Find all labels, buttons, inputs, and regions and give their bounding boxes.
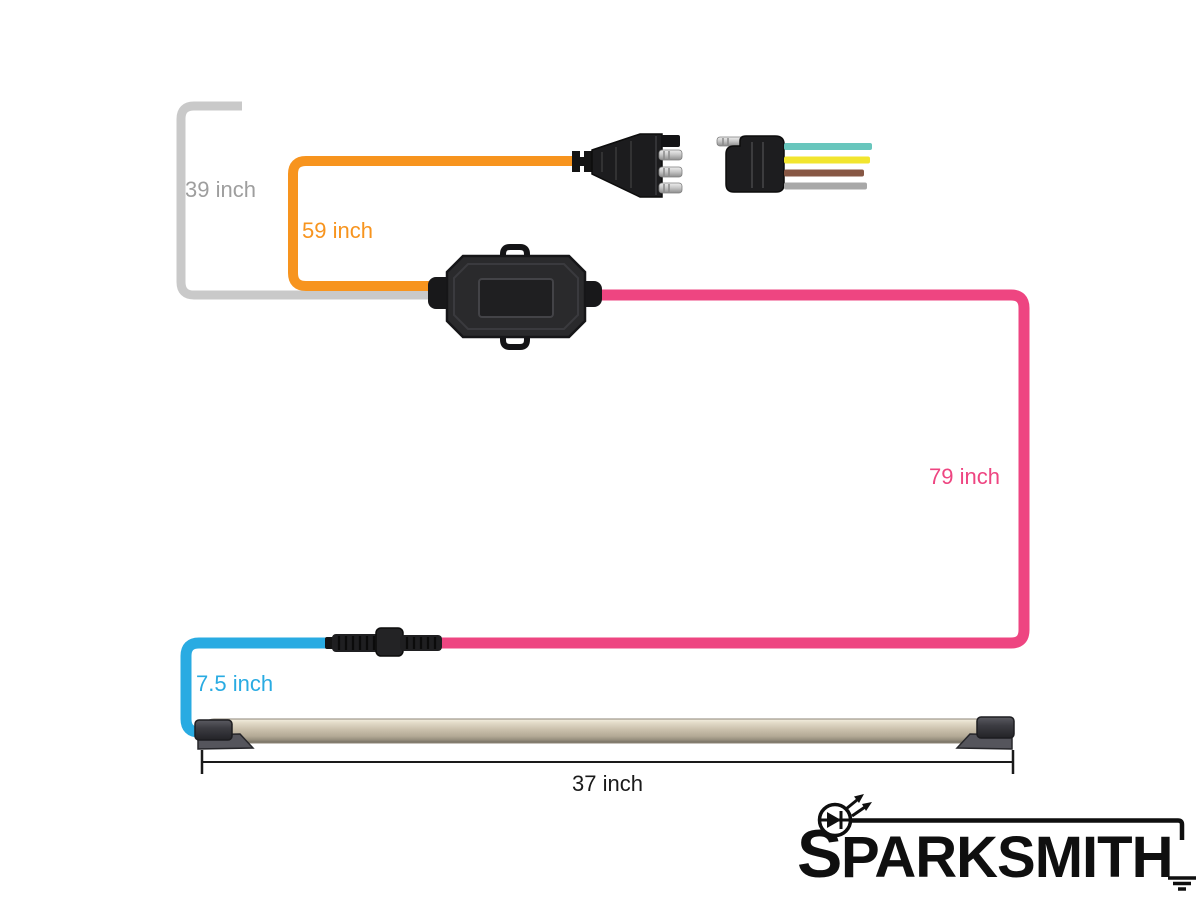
connector-pin	[658, 182, 683, 194]
blue-wire-length-label: 7.5 inch	[196, 671, 273, 696]
pink-extension-wire	[436, 289, 1030, 649]
led-diode-icon	[817, 794, 872, 838]
logo-wordmark: PARKSMITH	[841, 825, 1172, 890]
blue-wire-path	[180, 637, 372, 738]
inline-connector-barrel	[375, 627, 404, 657]
male-connector-pins	[658, 149, 683, 194]
harness-wire-yellow	[784, 156, 870, 164]
gray-wire-path	[176, 101, 448, 300]
sparksmith-logo: S PARKSMITH	[797, 794, 1196, 892]
logo-circuit-wire	[849, 818, 1185, 840]
male-connector-top-socket	[661, 135, 680, 147]
connector-pin	[658, 149, 683, 161]
light-bar-measurement: 37 inch	[200, 750, 1015, 796]
female-connector-body	[725, 135, 785, 193]
light-bar-left-endcap	[194, 719, 233, 741]
led-light-bar	[194, 716, 1015, 750]
pink-wire-path	[436, 289, 1030, 649]
gray-wire-length-label: 39 inch	[185, 177, 256, 202]
ground-symbol-icon	[1168, 876, 1196, 891]
light-bar-length-label: 37 inch	[572, 771, 643, 796]
control-box-bottom-tab	[500, 337, 530, 350]
control-box-center-panel	[478, 278, 554, 318]
inline-connector	[325, 627, 442, 657]
gray-extension-wire	[176, 101, 448, 300]
harness-wire-gray	[784, 182, 867, 190]
control-box	[428, 244, 602, 350]
light-bar-right-endcap	[976, 716, 1015, 739]
connector-pin	[658, 166, 683, 178]
female-4pin-connector	[716, 135, 872, 193]
orange-wire-length-label: 59 inch	[302, 218, 373, 243]
harness-wires	[784, 143, 872, 190]
control-box-top-tab	[500, 244, 530, 257]
male-4pin-connector	[572, 133, 683, 198]
light-bar-body	[201, 718, 999, 744]
male-connector-body	[591, 133, 663, 198]
harness-wire-teal	[784, 143, 872, 150]
orange-power-wire	[288, 156, 578, 291]
pink-wire-length-label: 79 inch	[929, 464, 1000, 489]
blue-lead-wire	[180, 637, 372, 738]
orange-wire-path	[288, 156, 578, 291]
male-connector-strain-relief	[572, 151, 580, 172]
harness-wire-brown	[784, 169, 864, 177]
